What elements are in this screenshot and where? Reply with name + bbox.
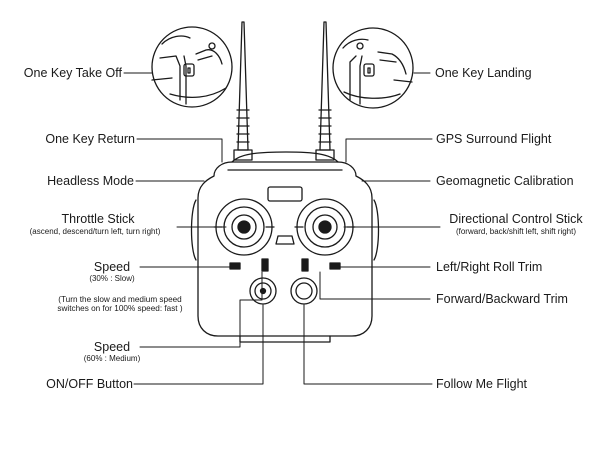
label-throttle-stick: Throttle Stick: [61, 212, 135, 226]
label-one-key-landing: One Key Landing: [435, 66, 532, 80]
zoom-circle-landing: [333, 28, 413, 108]
follow-me-button-drawing: [291, 278, 317, 304]
left-right-roll-trim-switch: [330, 263, 340, 269]
speed-medium-switch: [262, 259, 268, 271]
label-directional-control-stick-desc: (forward, back/shift left, shift right): [455, 227, 577, 236]
label-speed-slow: Speed: [93, 260, 131, 274]
label-speed-medium: Speed: [93, 340, 131, 354]
label-speed-medium-desc: (60% : Medium): [83, 354, 141, 363]
forward-backward-trim-switch: [302, 259, 308, 271]
speed-slow-switch: [230, 263, 240, 269]
label-one-key-take-off: One Key Take Off: [23, 66, 122, 80]
label-geomagnetic-calibration: Geomagnetic Calibration: [436, 174, 574, 188]
right-antenna: [316, 22, 334, 160]
label-forward-backward-trim: Forward/Backward Trim: [436, 292, 568, 306]
zoom-circle-take-off: [152, 27, 232, 107]
label-speed-note: (Turn the slow and medium speed switches…: [57, 295, 183, 314]
display-window: [268, 187, 302, 201]
center-knob: [276, 236, 294, 244]
label-follow-me-flight: Follow Me Flight: [436, 377, 527, 391]
label-gps-surround-flight: GPS Surround Flight: [436, 132, 552, 146]
leader-lines: [124, 73, 440, 384]
label-directional-control-stick: Directional Control Stick: [449, 212, 583, 226]
label-headless-mode: Headless Mode: [47, 174, 134, 188]
label-throttle-stick-desc: (ascend, descend/turn left, turn right): [29, 227, 161, 236]
label-left-right-roll-trim: Left/Right Roll Trim: [436, 260, 543, 274]
left-antenna: [234, 22, 252, 160]
label-one-key-return: One Key Return: [45, 132, 135, 146]
label-on-off-button: ON/OFF Button: [46, 377, 133, 391]
label-speed-slow-desc: (30% : Slow): [89, 274, 135, 283]
controller-body: [192, 152, 379, 342]
